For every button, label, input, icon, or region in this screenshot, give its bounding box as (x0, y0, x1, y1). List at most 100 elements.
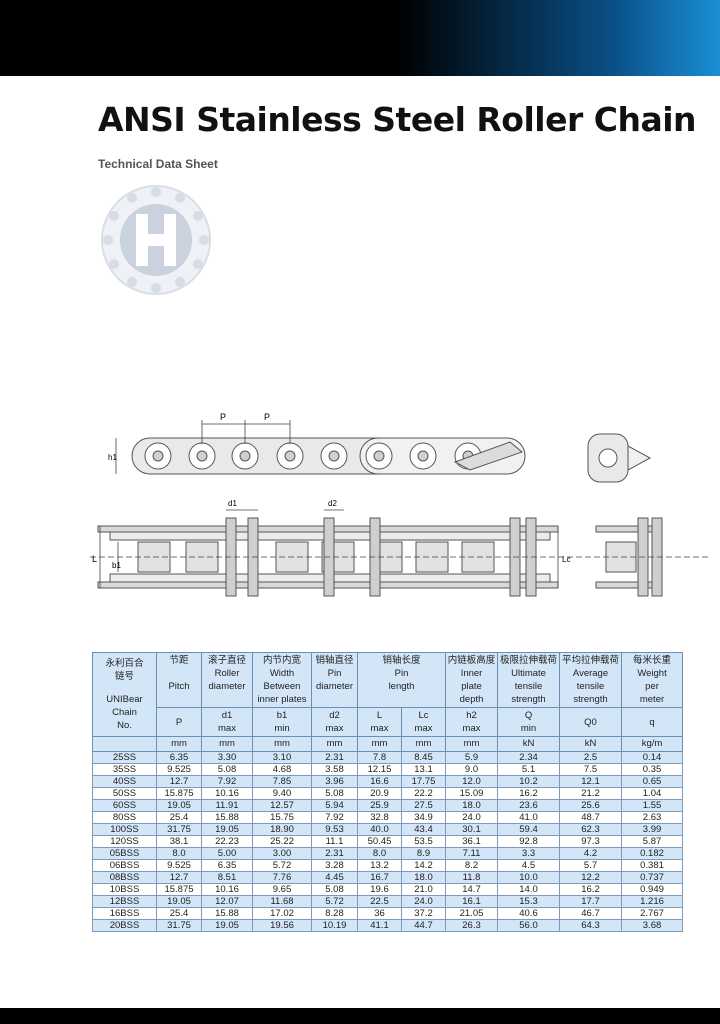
page-title: ANSI Stainless Steel Roller Chain (98, 100, 697, 139)
table-cell: 3.30 (201, 751, 253, 764)
table-cell: 6.35 (201, 859, 253, 872)
table-cell: 41.0 (497, 811, 561, 824)
chain-number-cell: 05BSS (92, 847, 157, 860)
header-plate-en: Inner (460, 668, 483, 679)
header-ult-en: Ultimate (511, 668, 546, 679)
table-cell: 21.2 (559, 787, 623, 800)
table-cell: 5.08 (311, 787, 358, 800)
table-cell: 3.3 (497, 847, 561, 860)
table-cell: 2.63 (621, 811, 684, 824)
table-cell: 16.2 (497, 787, 561, 800)
table-cell: 18.0 (445, 799, 499, 812)
pitch-label-2: P (264, 412, 270, 422)
bottom-banner (0, 1008, 720, 1024)
table-cell: 2.767 (621, 907, 684, 920)
table-cell: 0.381 (621, 859, 684, 872)
unit-avg: kN (559, 736, 623, 752)
header-pin-en2: diameter (316, 681, 353, 692)
d1-label-plan: d1 (228, 499, 237, 508)
table-cell: 16.2 (559, 883, 623, 896)
table-cell: 9.525 (156, 763, 202, 776)
unit-pin: mm (311, 736, 358, 752)
sym-ult-sym: Q (524, 710, 533, 721)
table-cell: 34.9 (400, 811, 447, 824)
header-chain-cn2: 链号 (114, 671, 134, 682)
unit-len1: mm (357, 736, 402, 752)
table-cell: 10.19 (311, 919, 358, 932)
table-cell: 1.216 (621, 895, 684, 908)
table-cell: 12.07 (201, 895, 253, 908)
table-cell: 13.2 (357, 859, 402, 872)
table-cell: 6.35 (156, 751, 202, 764)
table-cell: 19.56 (252, 919, 312, 932)
table-cell: 92.8 (497, 835, 561, 848)
header-roller-en2: diameter (208, 681, 246, 692)
table-cell: 5.00 (201, 847, 253, 860)
d2-label-plan: d2 (328, 499, 337, 508)
table-cell: 23.6 (497, 799, 561, 812)
table-cell: 15.75 (252, 811, 312, 824)
table-cell: 3.99 (621, 823, 684, 836)
table-cell: 24.0 (445, 811, 499, 824)
page-subtitle: Technical Data Sheet (98, 157, 218, 171)
chain-number-cell: 06BSS (92, 859, 157, 872)
table-cell: 3.10 (252, 751, 312, 764)
header-pitch: 节距 Pitch (156, 652, 202, 708)
table-cell: 17.7 (559, 895, 623, 908)
header-ult-en2: tensile (514, 681, 543, 692)
unit-plate: mm (445, 736, 499, 752)
table-cell: 2.34 (497, 751, 561, 764)
sym-wt: q (621, 707, 684, 737)
top-banner (0, 0, 720, 76)
header-len-en: Pin (394, 668, 409, 679)
header-avg-en: Average (572, 668, 609, 679)
table-cell: 11.91 (201, 799, 253, 812)
chain-number-cell: 100SS (92, 823, 157, 836)
chain-number-cell: 20BSS (92, 919, 157, 932)
header-plate-en2: plate (461, 681, 482, 692)
unit-blank (92, 736, 157, 752)
table-cell: 43.4 (400, 823, 447, 836)
table-cell: 10.16 (201, 787, 253, 800)
table-cell: 14.7 (445, 883, 499, 896)
table-cell: 19.05 (156, 895, 202, 908)
header-pin-cn: 销轴直径 (315, 655, 354, 666)
table-cell: 7.92 (311, 811, 358, 824)
table-cell: 17.75 (400, 775, 447, 788)
table-cell: 7.76 (252, 871, 312, 884)
table-cell: 22.2 (400, 787, 447, 800)
sym-roller-lim: max (218, 723, 236, 734)
unit-pitch: mm (156, 736, 202, 752)
table-cell: 4.5 (497, 859, 561, 872)
sym-pin-lim: max (325, 723, 344, 734)
table-cell: 31.75 (156, 823, 202, 836)
table-cell: 10.2 (497, 775, 561, 788)
table-cell: 5.08 (201, 763, 253, 776)
table-cell: 12.0 (445, 775, 499, 788)
header-roller-cn: 滚子直径 (207, 655, 246, 666)
table-cell: 5.7 (559, 859, 623, 872)
table-cell: 7.85 (252, 775, 312, 788)
table-cell: 8.45 (400, 751, 447, 764)
header-avg-en3: strength (573, 694, 608, 705)
header-chain-no: 永利百合 链号 UNIBear Chain No. (92, 652, 157, 737)
table-cell: 15.88 (201, 907, 253, 920)
table-cell: 4.68 (252, 763, 312, 776)
sym-plate-lim: max (462, 723, 481, 734)
header-plate-en3: depth (459, 694, 484, 705)
table-cell: 3.96 (311, 775, 358, 788)
table-cell: 16.1 (445, 895, 499, 908)
